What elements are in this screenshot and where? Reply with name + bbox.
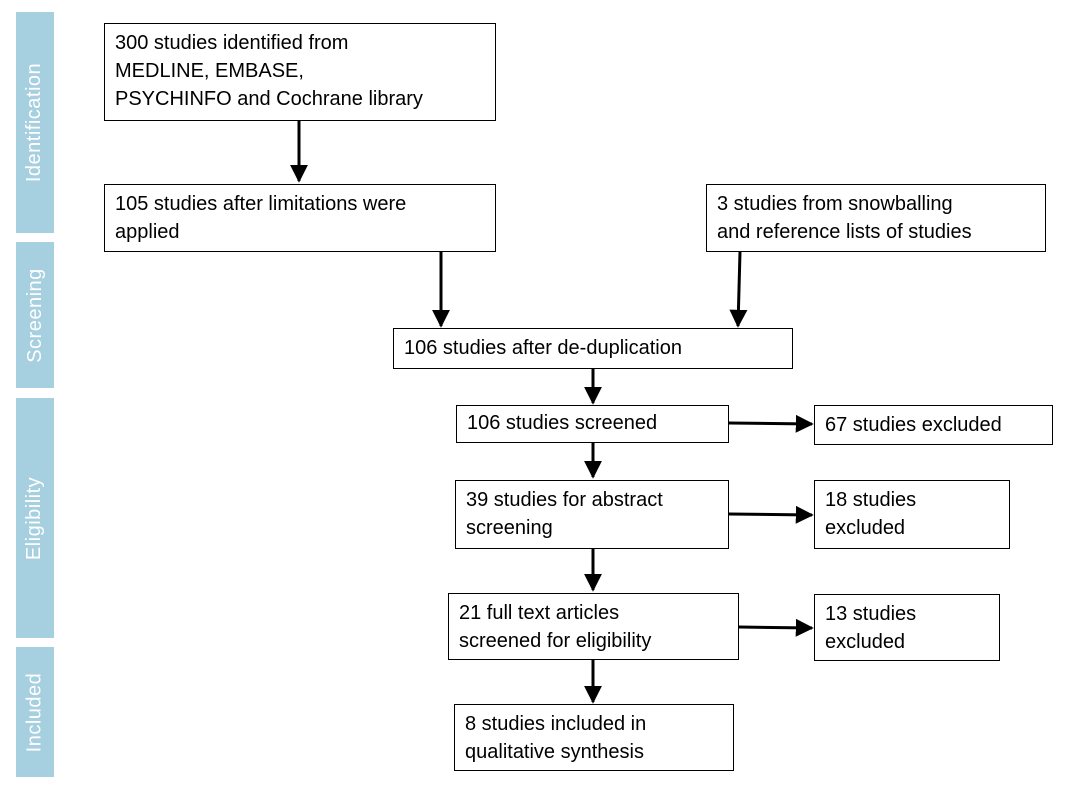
box-limitations-line-2: applied — [115, 221, 180, 243]
box-limitations: 105 studies after limitations were appli… — [104, 184, 496, 252]
box-abstract-line-1: 39 studies for abstract — [466, 489, 663, 511]
arrow-screened-to-excluded — [728, 414, 814, 433]
box-snowballing-line-2: and reference lists of studies — [717, 221, 972, 243]
box-dedup-line-1: 106 studies after de-duplication — [404, 337, 682, 359]
stage-screening: Screening — [16, 242, 54, 388]
box-abstract-line-2: screening — [466, 517, 553, 539]
box-abstract: 39 studies for abstract screening — [455, 480, 729, 549]
stage-identification: Identification — [16, 12, 54, 233]
box-excluded-fulltext: 13 studies excluded — [814, 594, 1000, 661]
box-snowballing-line-1: 3 studies from snowballing — [717, 193, 953, 215]
box-fulltext-line-2: screened for eligibility — [459, 630, 652, 652]
box-included-line-2: qualitative synthesis — [465, 741, 644, 763]
box-excluded-screened: 67 studies excluded — [814, 405, 1053, 445]
box-dedup: 106 studies after de-duplication — [393, 328, 793, 369]
box-identified: 300 studies identified from MEDLINE, EMB… — [104, 23, 496, 121]
box-excluded-abstract-line-1: 18 studies — [825, 489, 917, 511]
arrow-snowballing-to-dedup — [729, 251, 748, 328]
stage-eligibility: Eligibility — [16, 398, 54, 638]
box-screened-line-1: 106 studies screened — [467, 412, 658, 434]
box-fulltext: 21 full text articles screened for eligi… — [448, 593, 739, 660]
box-included: 8 studies included in qualitative synthe… — [454, 704, 734, 771]
box-snowballing: 3 studies from snowballing and reference… — [706, 184, 1046, 252]
box-excluded-abstract: 18 studies excluded — [814, 480, 1010, 549]
box-limitations-line-1: 105 studies after limitations were — [115, 193, 407, 215]
box-included-line-1: 8 studies included in — [465, 713, 647, 735]
box-excluded-fulltext-line-1: 13 studies — [825, 603, 917, 625]
arrow-abstract-to-excluded — [728, 505, 814, 524]
box-identified-line-3: PSYCHINFO and Cochrane library — [115, 88, 423, 110]
box-excluded-fulltext-line-2: excluded — [825, 631, 906, 653]
box-identified-line-2: MEDLINE, EMBASE, — [115, 60, 304, 82]
box-screened: 106 studies screened — [456, 405, 729, 443]
box-fulltext-line-1: 21 full text articles — [459, 602, 620, 624]
box-identified-line-1: 300 studies identified from — [115, 32, 349, 54]
arrow-fulltext-to-excluded — [738, 618, 814, 637]
stage-included: Included — [16, 647, 54, 777]
box-excluded-screened-line-1: 67 studies excluded — [825, 414, 1002, 436]
box-excluded-abstract-line-2: excluded — [825, 517, 906, 539]
